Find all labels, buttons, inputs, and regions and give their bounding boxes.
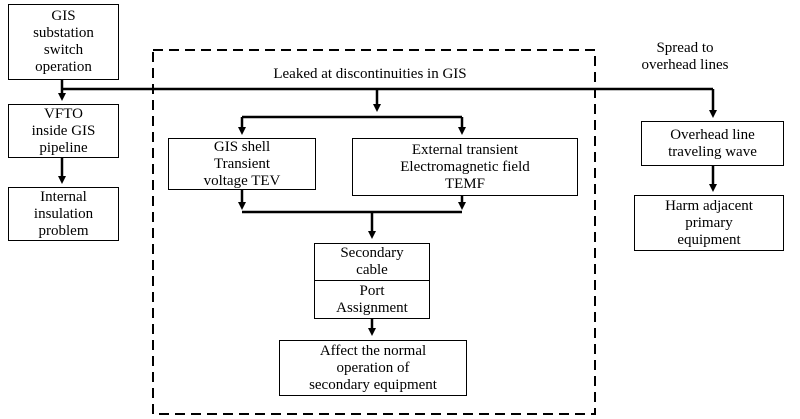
text-line: Transient (213, 155, 271, 172)
text-line: Harm adjacent (665, 197, 753, 214)
text-line: External transient (411, 141, 519, 158)
text-line: Overhead line (670, 126, 755, 143)
text-line: equipment (677, 231, 741, 248)
text-line: cable (356, 262, 388, 278)
text-line: operation (35, 59, 92, 75)
text-line: problem (38, 222, 89, 239)
text-line: Internal (40, 188, 87, 205)
text-line: Secondary (340, 245, 404, 261)
text-line: overhead lines (641, 57, 729, 73)
text-line: traveling wave (668, 143, 757, 160)
label-leaked-text: Leaked at discontinuities in GIS (273, 66, 467, 82)
text-line: secondary equipment (309, 376, 437, 393)
text-line: switch (43, 42, 84, 58)
text-line: VFTO (44, 105, 83, 122)
text-line: inside GIS (31, 122, 96, 139)
text-line: Spread to (656, 40, 714, 56)
text-line: TEMF (444, 175, 485, 192)
text-line: insulation (33, 205, 94, 222)
text-line: Port (359, 282, 385, 299)
text-line: Electromagnetic field (400, 158, 530, 175)
text-line: pipeline (39, 139, 88, 156)
text-line: voltage TEV (203, 172, 281, 189)
text-line: GIS shell (213, 138, 271, 155)
text-line: substation (33, 25, 94, 41)
gis-boundary (152, 49, 596, 415)
text-line: primary (685, 214, 733, 231)
label-leaked: Leaked at discontinuities in GIS (205, 66, 535, 83)
text-line: Affect the normal (319, 342, 427, 359)
text-line: GIS (51, 8, 76, 24)
text-line: Assignment (336, 299, 408, 316)
text-line: operation of (336, 359, 410, 376)
